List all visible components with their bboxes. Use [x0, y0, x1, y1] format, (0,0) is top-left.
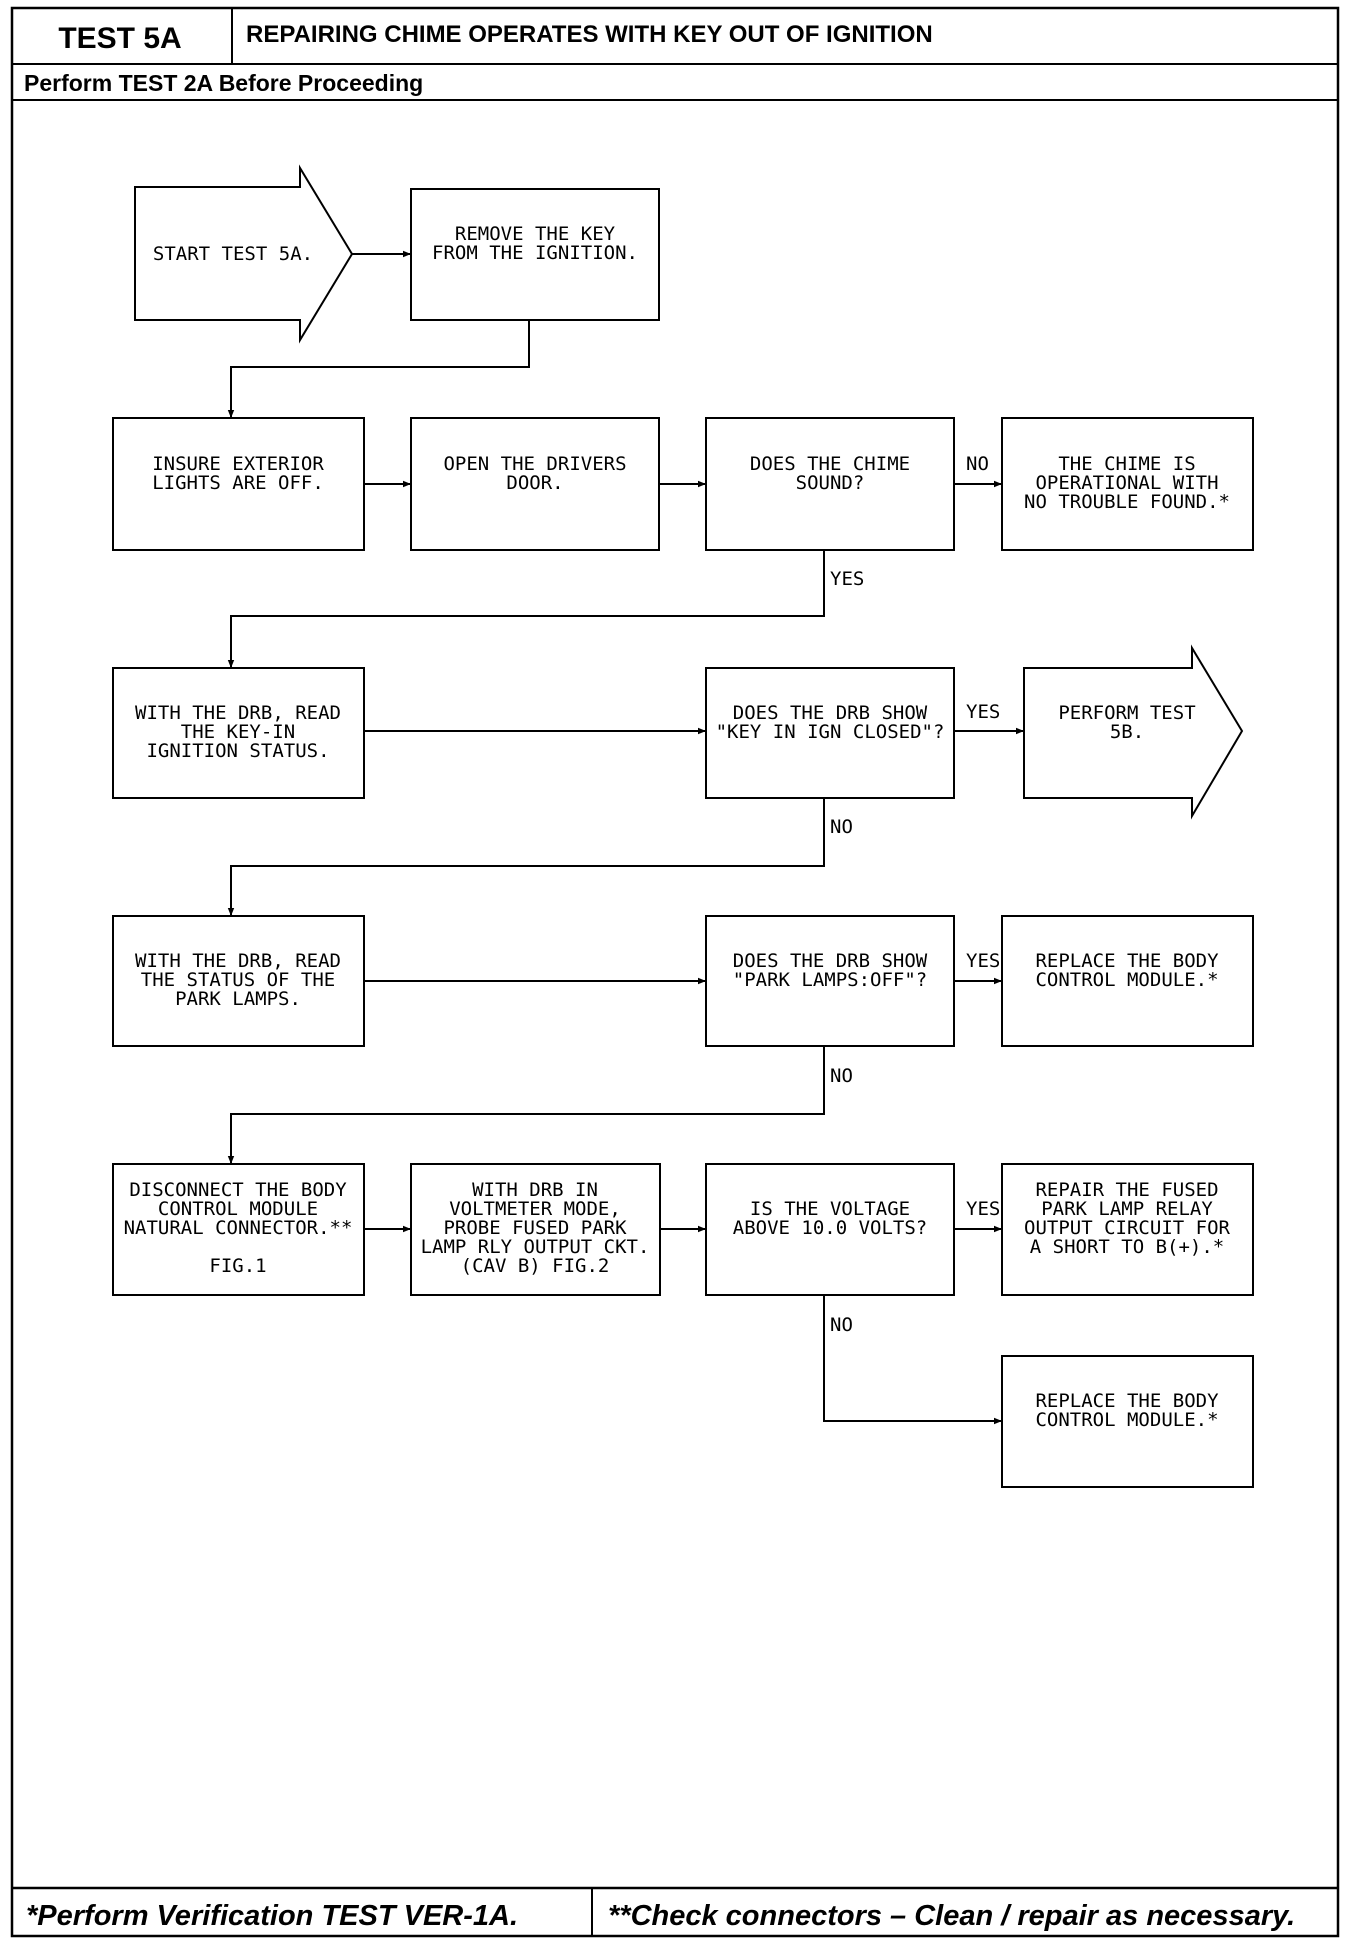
read-keyin-box [112, 667, 365, 799]
node-text-line: PARK LAMP RELAY [1041, 1198, 1213, 1220]
node-text-line: DOES THE CHIME [750, 453, 910, 475]
node-text-line: PARK LAMPS. [175, 988, 301, 1010]
chime-ok-box [1001, 417, 1254, 551]
remove-key-box [410, 188, 660, 321]
edge-voltage-no [823, 1295, 1002, 1425]
node-text-line: LAMP RLY OUTPUT CKT. [421, 1236, 650, 1258]
node-text-line: VOLTMETER MODE, [449, 1198, 621, 1220]
voltage-question-box [705, 1163, 955, 1296]
label-chime-no: NO [966, 453, 989, 475]
node-text-line: 5B. [1110, 721, 1144, 743]
start-arrow-shape [134, 164, 354, 344]
node-text-line: INSURE EXTERIOR [152, 453, 324, 475]
node-text-line: REPLACE THE BODY [1035, 950, 1219, 972]
label-keyin-yes: YES [966, 701, 1000, 723]
node-text-start: START TEST 5A. [153, 243, 313, 265]
node-text-line: REMOVE THE KEY [455, 223, 616, 245]
node-text-line: FROM THE IGNITION. [432, 242, 638, 264]
node-text-line: DOES THE DRB SHOW [733, 702, 928, 724]
node-text-line: DISCONNECT THE BODY [129, 1179, 347, 1201]
node-text-line: IS THE VOLTAGE [750, 1198, 910, 1220]
node-text-line: OUTPUT CIRCUIT FOR [1024, 1217, 1230, 1239]
label-keyin-no: NO [830, 816, 853, 838]
node-text-line: ABOVE 10.0 VOLTS? [733, 1217, 927, 1239]
node-text-line: OPEN THE DRIVERS [443, 453, 626, 475]
edge-chime-yes [227, 550, 825, 668]
edge-park-no [227, 1046, 825, 1164]
node-text-line: CONTROL MODULE [158, 1198, 318, 1220]
label-chime-yes: YES [830, 568, 864, 590]
label-park-yes: YES [966, 950, 1000, 972]
node-text-line: CONTROL MODULE.* [1035, 1409, 1218, 1431]
node-text-line: "PARK LAMPS:OFF"? [733, 969, 927, 991]
node-text-line: CONTROL MODULE.* [1035, 969, 1218, 991]
probe-box [410, 1163, 661, 1296]
node-text-line: REPLACE THE BODY [1035, 1390, 1219, 1412]
node-text-line: THE KEY-IN [181, 721, 295, 743]
node-text-line: PROBE FUSED PARK [443, 1217, 627, 1239]
page-title: REPAIRING CHIME OPERATES WITH KEY OUT OF… [246, 21, 933, 48]
node-text-line: THE CHIME IS [1058, 453, 1195, 475]
page-subtitle: Perform TEST 2A Before Proceeding [24, 70, 423, 96]
node-text-line: DOES THE DRB SHOW [733, 950, 928, 972]
node-text-line: FIG.1 [209, 1255, 266, 1277]
perform-5b-arrow-shape [1023, 644, 1244, 820]
replace-bcm-box-1 [1001, 915, 1254, 1047]
node-text-drb-park: DOES THE DRB SHOW"PARK LAMPS:OFF"? [733, 950, 928, 991]
read-park-box [112, 915, 365, 1047]
footer-note-right: **Check connectors – Clean / repair as n… [608, 1900, 1295, 1932]
insure-lights-box [112, 417, 365, 551]
node-text-line: NO TROUBLE FOUND.* [1024, 491, 1230, 513]
edge-keyin-no [227, 798, 825, 916]
node-text-line: START TEST 5A. [153, 243, 313, 265]
disconnect-box [112, 1163, 365, 1296]
node-text-line: OPERATIONAL WITH [1035, 472, 1218, 494]
drb-park-question-box [705, 915, 955, 1047]
test-id: TEST 5A [58, 22, 181, 55]
node-text-line: LIGHTS ARE OFF. [152, 472, 324, 494]
replace-bcm-box-2 [1001, 1355, 1254, 1488]
node-text-line: DOOR. [506, 472, 563, 494]
label-park-no: NO [830, 1065, 853, 1087]
open-door-box [410, 417, 660, 551]
node-text-line: REPAIR THE FUSED [1035, 1179, 1218, 1201]
node-text-line: SOUND? [796, 472, 865, 494]
node-text-line: WITH DRB IN [472, 1179, 598, 1201]
node-text-line: IGNITION STATUS. [146, 740, 329, 762]
edge-remove-to-insure [227, 320, 530, 418]
node-text-line: "KEY IN IGN CLOSED"? [716, 721, 945, 743]
chime-question-box [705, 417, 955, 551]
footer-note-left: *Perform Verification TEST VER-1A. [26, 1900, 518, 1932]
node-text-line: A SHORT TO B(+).* [1030, 1236, 1224, 1258]
node-text-line: PERFORM TEST [1058, 702, 1195, 724]
node-text-line: WITH THE DRB, READ [135, 950, 341, 972]
repair-fused-box [1001, 1163, 1254, 1296]
page-frame [10, 6, 1340, 1938]
node-text-line: THE STATUS OF THE [141, 969, 335, 991]
node-text-drb-keyin: DOES THE DRB SHOW"KEY IN IGN CLOSED"? [716, 702, 945, 743]
node-text-line: (CAV B) FIG.2 [461, 1255, 610, 1277]
drb-keyin-question-box [705, 667, 955, 799]
node-text-line: NATURAL CONNECTOR.** [124, 1217, 353, 1239]
label-voltage-no: NO [830, 1314, 853, 1336]
node-text-line: WITH THE DRB, READ [135, 702, 341, 724]
label-voltage-yes: YES [966, 1198, 1000, 1220]
